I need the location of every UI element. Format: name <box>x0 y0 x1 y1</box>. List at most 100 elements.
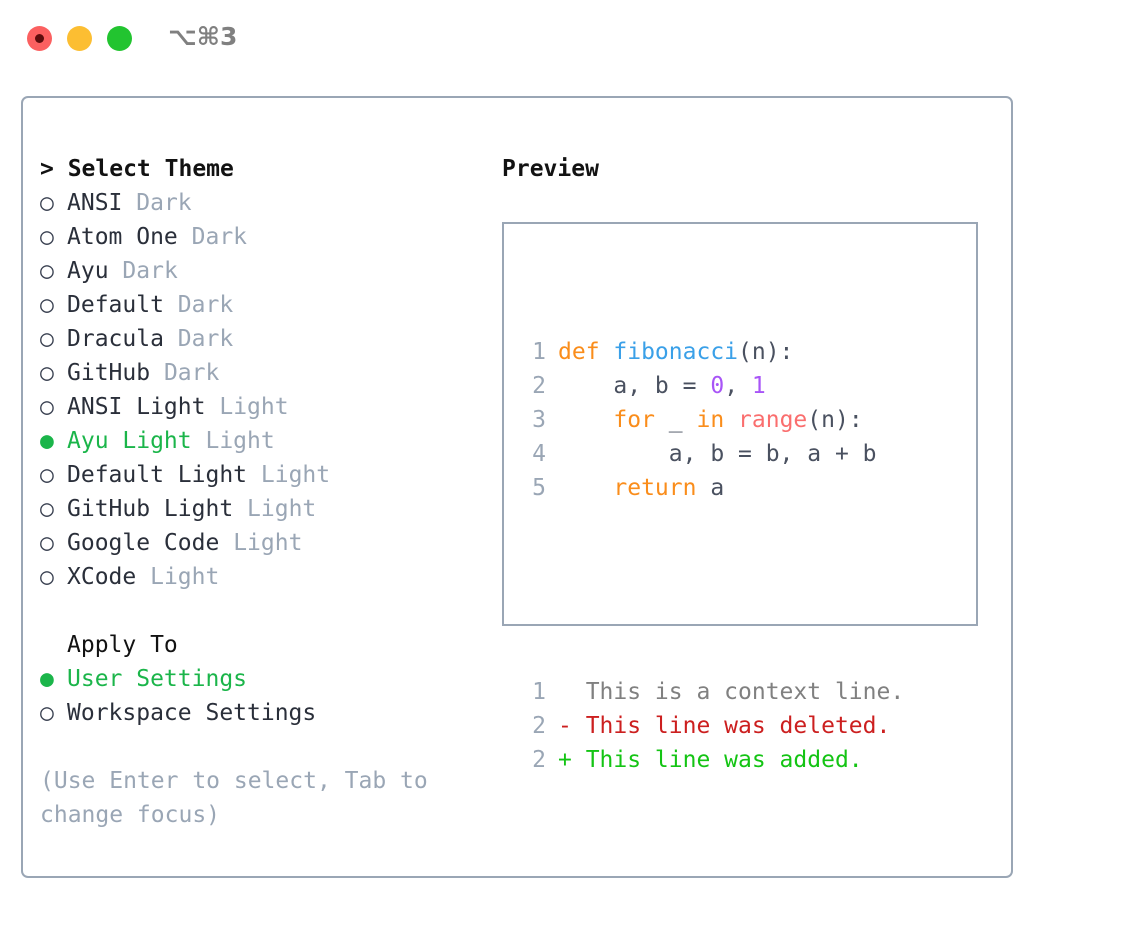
code-token <box>558 471 613 505</box>
code-token <box>558 403 613 437</box>
code-token: a, b = <box>558 373 711 399</box>
theme-option-ansi[interactable]: ○ ANSI Dark <box>40 186 490 220</box>
theme-option-github-light[interactable]: ○GitHub Light Light <box>40 492 490 526</box>
code-token: fibonacci <box>613 339 739 365</box>
theme-option-ansi-light[interactable]: ○ ANSI Light Light <box>40 390 490 424</box>
radio-selected-icon: ● <box>40 428 54 454</box>
code-line: 3 for _ in range(n): <box>518 403 904 437</box>
theme-variant-tag: Dark <box>122 258 178 284</box>
diff-sample: 1 This is a context line.2- This line wa… <box>518 675 904 777</box>
radio-unselected-icon: ○ <box>40 700 54 726</box>
line-number: 4 <box>532 441 546 467</box>
radio-unselected-icon: ○ <box>40 224 54 250</box>
theme-option-list[interactable]: ○ANSI Dark○Atom One Dark○Ayu Dark○Defaul… <box>40 186 490 594</box>
apply-to-option-label: User Settings <box>67 666 248 692</box>
radio-unselected-icon: ○ <box>40 462 54 488</box>
theme-option-dracula[interactable]: ○ Dracula Dark <box>40 322 490 356</box>
theme-option-ayu-light[interactable]: ●Ayu Light Light <box>40 424 490 458</box>
theme-variant-tag: Dark <box>163 360 220 386</box>
apply-to-option-list[interactable]: ● User Settings ○ Workspace Settings <box>40 662 490 730</box>
spacer <box>178 220 192 254</box>
code-line: 4 a, b = b, a + b <box>518 437 904 471</box>
maximize-button[interactable] <box>107 26 132 51</box>
code-token: (n): <box>807 407 863 433</box>
theme-option-google-code[interactable]: ○Google Code Light <box>40 526 490 560</box>
code-token: def <box>558 339 614 365</box>
apply-to-option-label: Workspace Settings <box>67 700 317 726</box>
close-button[interactable] <box>27 26 52 51</box>
spacer <box>122 186 136 220</box>
radio-unselected-icon: ○ <box>40 564 54 590</box>
minimize-button[interactable] <box>67 26 92 51</box>
theme-option-label: Dracula <box>67 326 164 352</box>
code-line: 5 return a <box>518 471 904 505</box>
traffic-light-buttons <box>27 26 132 51</box>
theme-option-label: XCode <box>67 564 137 590</box>
code-token: , <box>724 373 752 399</box>
spacer <box>136 560 150 594</box>
diff-line: 1 This is a context line. <box>518 675 904 709</box>
code-token: return <box>613 475 697 501</box>
spacer <box>233 492 247 526</box>
line-number: 2 <box>532 373 546 399</box>
line-number: 1 <box>532 339 546 365</box>
theme-variant-tag: Light <box>247 496 317 522</box>
radio-unselected-icon: ○ <box>40 190 54 216</box>
apply-to-option-workspace-settings[interactable]: ○ Workspace Settings <box>40 696 490 730</box>
radio-unselected-icon: ○ <box>40 360 54 386</box>
preview-heading: Preview <box>502 156 599 182</box>
code-token: 1 <box>751 373 766 399</box>
line-number: 3 <box>532 407 546 433</box>
theme-option-ayu[interactable]: ○Ayu Dark <box>40 254 490 288</box>
theme-option-xcode[interactable]: ○ XCode Light <box>40 560 490 594</box>
keyboard-hint-text: (Use Enter to select, Tab to change focu… <box>40 768 442 828</box>
code-spacer <box>518 573 904 607</box>
spacer <box>247 458 261 492</box>
theme-variant-tag: Dark <box>136 190 192 216</box>
theme-option-label: Ayu <box>67 258 109 284</box>
radio-unselected-icon: ○ <box>40 394 54 420</box>
theme-variant-tag: Light <box>205 428 275 454</box>
theme-variant-tag: Dark <box>191 224 248 250</box>
theme-selector-column: > Select Theme ○ANSI Dark○Atom One Dark○… <box>40 152 490 832</box>
theme-option-label: ANSI <box>67 190 123 216</box>
theme-option-label: Atom One <box>67 224 178 250</box>
theme-option-label: Google Code <box>67 530 220 556</box>
apply-to-section: Apply To ●User Settings○Workspace Settin… <box>40 628 490 730</box>
code-token: a <box>696 475 725 501</box>
line-number: 2 <box>532 713 546 739</box>
code-token: (n): <box>738 339 794 365</box>
theme-variant-tag: Light <box>150 564 220 590</box>
radio-unselected-icon: ○ <box>40 326 54 352</box>
theme-option-atom-one[interactable]: ○ Atom One Dark <box>40 220 490 254</box>
apply-to-option-user-settings[interactable]: ● User Settings <box>40 662 490 696</box>
theme-option-label: ANSI Light <box>67 394 206 420</box>
spacer <box>192 424 206 458</box>
theme-variant-tag: Dark <box>177 292 234 318</box>
radio-selected-icon: ● <box>40 666 54 692</box>
code-token: + This line was added. <box>558 747 863 773</box>
radio-unselected-icon: ○ <box>40 530 54 556</box>
theme-variant-tag: Dark <box>177 326 234 352</box>
spacer <box>205 390 219 424</box>
theme-option-label: GitHub <box>67 360 151 386</box>
code-token: for <box>613 407 655 433</box>
code-token: a, b = b, a + b <box>558 441 877 467</box>
select-theme-heading: > Select Theme <box>40 156 234 182</box>
theme-variant-tag: Light <box>219 394 289 420</box>
theme-option-github[interactable]: ○ GitHub Dark <box>40 356 490 390</box>
radio-unselected-icon: ○ <box>40 496 54 522</box>
theme-option-label: Default <box>67 292 164 318</box>
keyboard-shortcut-label: ⌥⌘3 <box>168 22 238 51</box>
spacer <box>109 254 123 288</box>
panel-columns: > Select Theme ○ANSI Dark○Atom One Dark○… <box>23 98 1011 876</box>
theme-option-default-light[interactable]: ○Default Light Light <box>40 458 490 492</box>
theme-option-default[interactable]: ○Default Dark <box>40 288 490 322</box>
code-token: _ <box>654 407 697 433</box>
code-token: This is a context line. <box>558 679 905 705</box>
